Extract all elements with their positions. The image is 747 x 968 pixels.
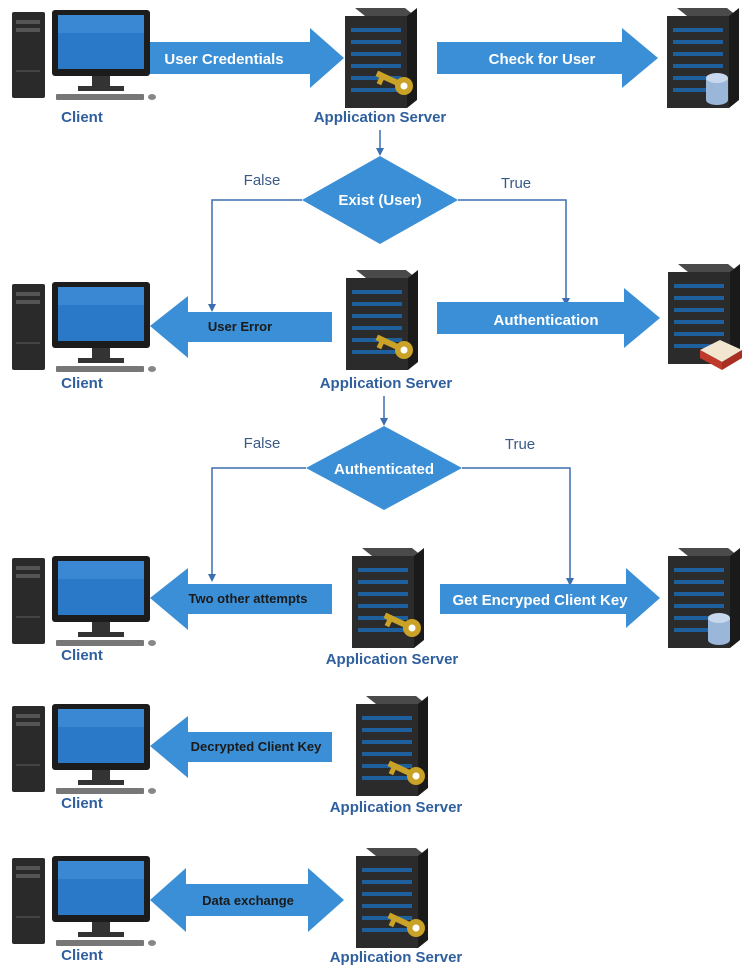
connector-arrowhead <box>566 578 574 586</box>
false-label: False <box>244 435 281 452</box>
app-server-label: Application Server <box>320 375 453 392</box>
true-label: True <box>505 436 535 453</box>
server-key-icon <box>352 548 424 648</box>
get-encrypted-key-label: Get Encryped Client Key <box>452 592 628 609</box>
exist-user-decision <box>302 156 458 244</box>
desktop-computer-icon <box>12 704 156 794</box>
false-branch-line <box>211 199 302 306</box>
exist-user-label: Exist (User) <box>338 192 421 209</box>
true-branch-line <box>458 199 567 300</box>
decrypted-client-key-label: Decrypted Client Key <box>191 739 323 754</box>
client-label: Client <box>61 647 103 664</box>
server-key-icon <box>346 270 418 370</box>
authentication-label: Authentication <box>494 312 599 329</box>
user-credentials-arrow <box>150 28 344 88</box>
connector-arrowhead <box>376 148 384 156</box>
true-branch-line <box>462 467 571 580</box>
desktop-computer-icon <box>12 282 156 372</box>
connector-arrowhead <box>380 418 388 426</box>
app-server-label: Application Server <box>330 949 463 966</box>
true-label: True <box>501 175 531 192</box>
decrypted-client-key-arrow <box>150 716 332 778</box>
desktop-computer-icon <box>12 856 156 946</box>
user-credentials-label: User Credentials <box>164 51 283 68</box>
two-other-attempts-label: Two other attempts <box>189 591 308 606</box>
app-server-label: Application Server <box>330 799 463 816</box>
client-label: Client <box>61 109 103 126</box>
false-branch-line <box>211 467 306 576</box>
data-exchange-label: Data exchange <box>202 893 294 908</box>
server-key-icon <box>345 8 417 108</box>
desktop-computer-icon <box>12 10 156 100</box>
user-error-label: User Error <box>208 319 272 334</box>
false-label: False <box>244 172 281 189</box>
data-exchange-arrow <box>150 868 344 932</box>
check-for-user-arrow <box>437 28 658 88</box>
app-server-label: Application Server <box>326 651 459 668</box>
user-error-arrow <box>150 296 332 358</box>
two-other-attempts-arrow <box>150 568 332 630</box>
authenticated-label: Authenticated <box>334 461 434 478</box>
check-for-user-label: Check for User <box>489 51 596 68</box>
database-server-icon <box>667 8 739 108</box>
authenticated-decision <box>306 426 462 510</box>
client-label: Client <box>61 375 103 392</box>
connector-arrowhead <box>208 304 216 312</box>
client-label: Client <box>61 947 103 964</box>
authentication-arrow <box>437 288 660 348</box>
client-label: Client <box>61 795 103 812</box>
server-book-icon <box>668 264 742 370</box>
desktop-computer-icon <box>12 556 156 646</box>
server-key-icon <box>356 696 428 796</box>
get-encrypted-key-arrow <box>440 568 660 628</box>
connector-arrowhead <box>208 574 216 582</box>
database-server-icon <box>668 548 740 648</box>
app-server-label: Application Server <box>314 109 447 126</box>
server-key-icon <box>356 848 428 948</box>
